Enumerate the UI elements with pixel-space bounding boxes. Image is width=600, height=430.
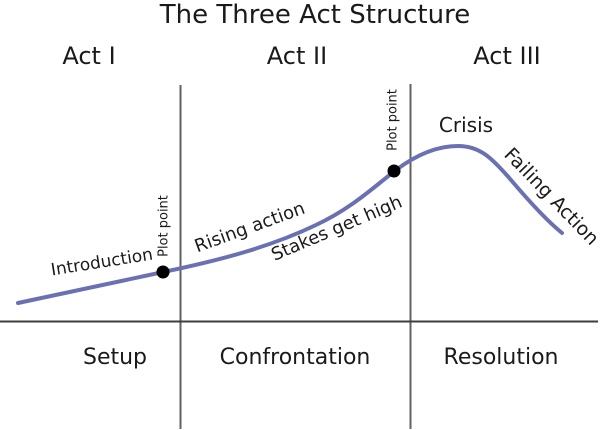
phase-confrontation-label: Confrontation bbox=[219, 345, 371, 370]
plot-point-2-label: Plot point bbox=[385, 89, 401, 151]
diagram-title: The Three Act Structure bbox=[159, 0, 471, 30]
act-3-label: Act III bbox=[473, 42, 541, 70]
plot-point-1-label: Plot point bbox=[156, 195, 172, 257]
act-2-label: Act II bbox=[266, 42, 328, 70]
story-arc-curve bbox=[16, 143, 564, 305]
act-1-label: Act I bbox=[62, 42, 116, 70]
plot-point-1-dot bbox=[156, 265, 170, 279]
crisis-label: Crisis bbox=[438, 113, 494, 137]
plot-point-2-dot bbox=[387, 164, 401, 178]
phase-setup-label: Setup bbox=[82, 345, 148, 370]
phase-resolution-label: Resolution bbox=[443, 345, 559, 370]
